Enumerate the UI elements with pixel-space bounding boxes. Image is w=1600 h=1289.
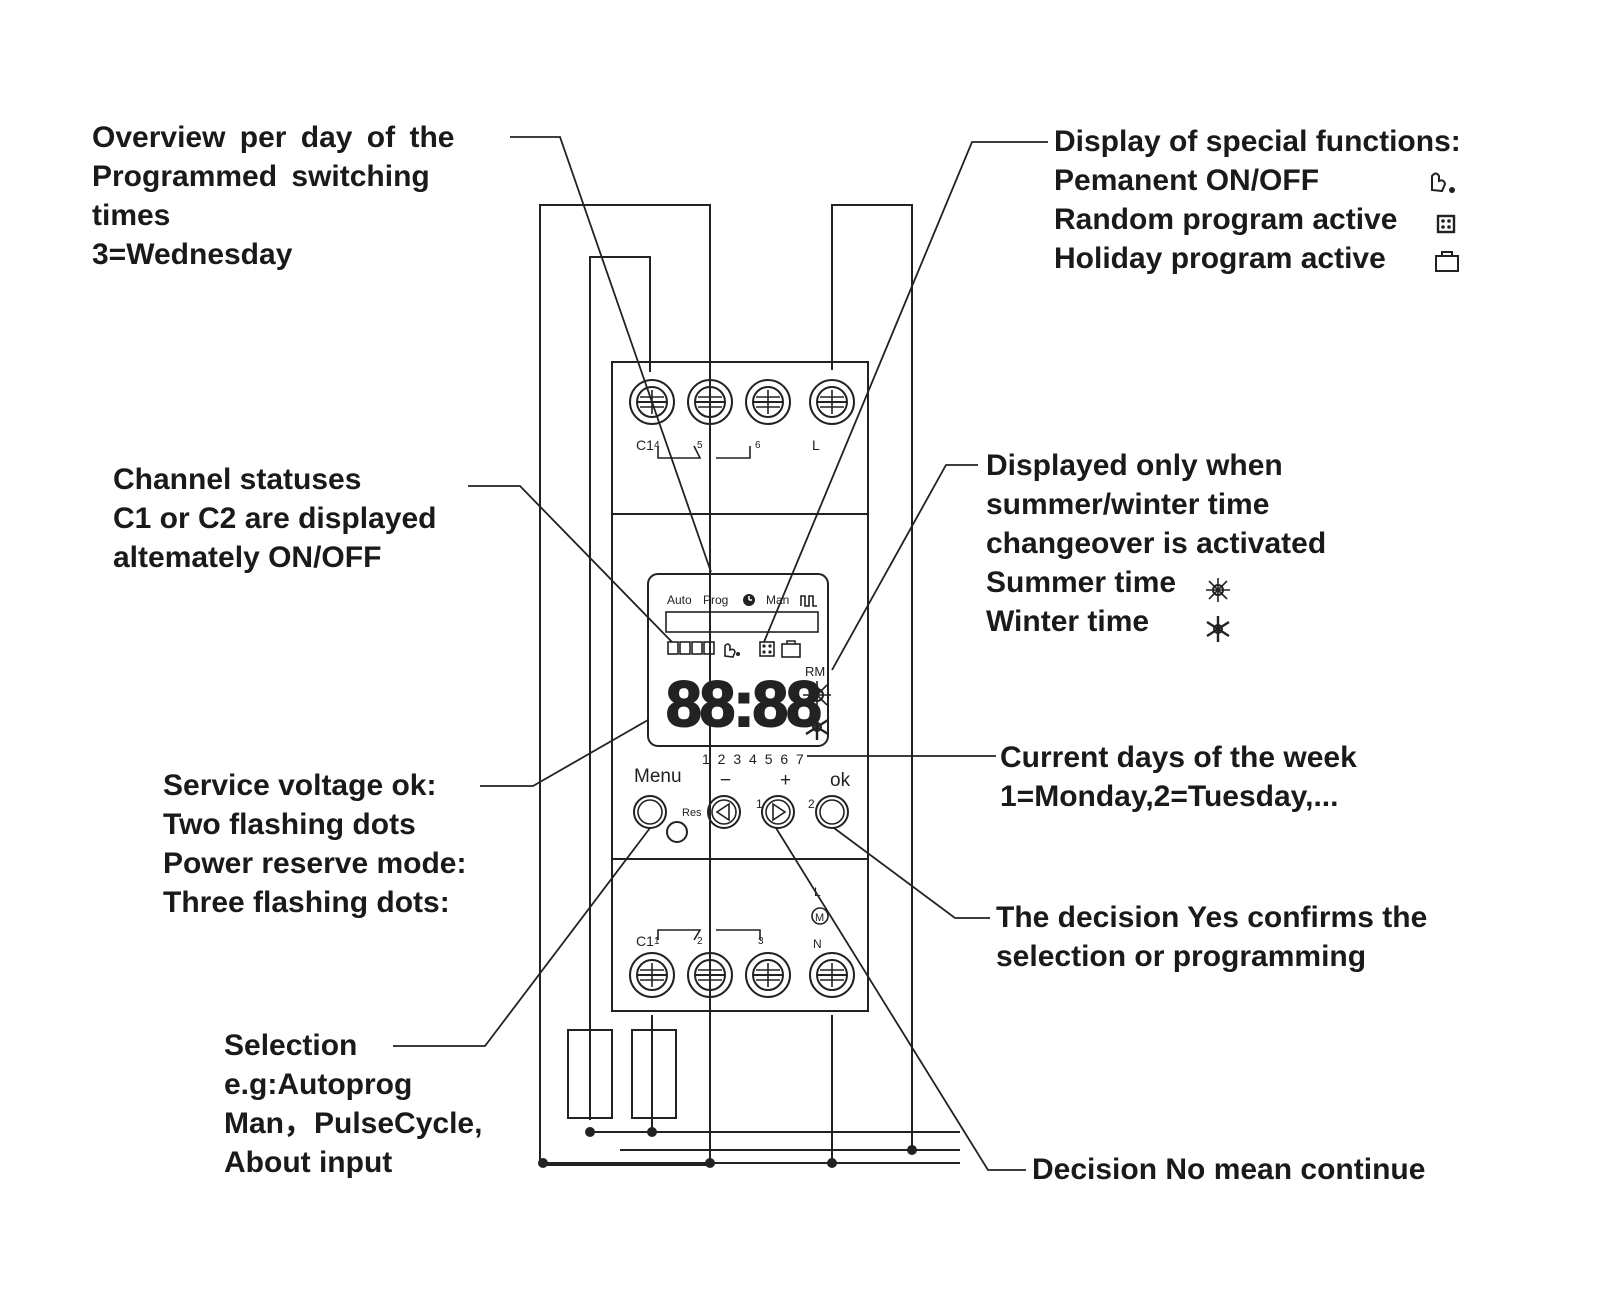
terminal-label: 5 bbox=[697, 440, 703, 451]
reset-label: Res bbox=[682, 807, 702, 819]
annotation-decision-yes: The decision Yes confirms the selection … bbox=[996, 901, 1428, 973]
leader-lines bbox=[393, 136, 1048, 1171]
reset-button[interactable] bbox=[666, 821, 688, 843]
annotation-overview: Overview per day of the Programmed switc… bbox=[92, 121, 455, 271]
load-box bbox=[631, 1029, 677, 1119]
leader-selection bbox=[393, 827, 651, 1047]
annotation-summer-winter: Displayed only when summer/winter time c… bbox=[986, 449, 1327, 638]
leader-yes bbox=[833, 827, 990, 919]
minus-button[interactable] bbox=[707, 795, 741, 829]
terminal-label: C1 bbox=[636, 933, 654, 949]
terminal-label: N bbox=[813, 937, 822, 951]
leader-no bbox=[775, 827, 1026, 1171]
channel-2-label: 2 bbox=[808, 797, 815, 811]
leader-channel bbox=[468, 485, 673, 643]
lcd-time-digits: 88:88 bbox=[666, 668, 820, 740]
screw-terminal[interactable] bbox=[745, 952, 791, 998]
annotation-special-functions: Display of special functions: Pemanent O… bbox=[1054, 125, 1461, 275]
terminal-label: 3 bbox=[758, 936, 764, 947]
clock-icon bbox=[743, 594, 755, 606]
lcd-day-bar bbox=[665, 611, 819, 633]
special-icons-legend bbox=[1431, 172, 1459, 272]
motor-l-label: L bbox=[814, 885, 821, 899]
lcd-display: Auto Prog Man bbox=[647, 573, 831, 747]
top-terminal-block: C1 4 5 6 L bbox=[629, 379, 855, 459]
screw-terminal[interactable] bbox=[809, 952, 855, 998]
relay-contact-symbol bbox=[657, 929, 702, 941]
weekday-numbers: 1 2 3 4 5 6 7 bbox=[702, 751, 806, 767]
annotation-channel-status: Channel statuses C1 or C2 are displayed … bbox=[113, 463, 437, 574]
motor-m-label: M bbox=[815, 912, 824, 924]
annotation-service-voltage: Service voltage ok: Two flashing dots Po… bbox=[163, 769, 467, 919]
terminal-label: 1 bbox=[654, 936, 660, 947]
terminal-label: 4 bbox=[654, 440, 660, 451]
menu-button[interactable] bbox=[633, 795, 667, 829]
lcd-mode-man: Man bbox=[766, 593, 789, 607]
leader-overview bbox=[510, 136, 712, 573]
suitcase-icon bbox=[781, 640, 801, 658]
leader-summer bbox=[831, 464, 978, 671]
pulse-icon bbox=[800, 595, 817, 607]
load-box bbox=[567, 1029, 613, 1119]
plus-button-label: + bbox=[780, 770, 791, 791]
button-panel: Menu − + ok 1 2 Res bbox=[633, 766, 851, 843]
terminal-label: L bbox=[812, 437, 820, 453]
dice-icon bbox=[1436, 214, 1456, 234]
screw-terminal[interactable] bbox=[809, 379, 855, 425]
channel-1-label: 1 bbox=[756, 797, 763, 811]
screw-terminal[interactable] bbox=[629, 952, 675, 998]
relay-contact-symbol bbox=[657, 445, 702, 459]
dice-icon bbox=[759, 641, 775, 657]
menu-button-label: Menu bbox=[634, 766, 682, 787]
ok-button[interactable] bbox=[815, 795, 849, 829]
bottom-terminal-block: C1 1 2 3 N L M bbox=[629, 885, 855, 998]
hand-icon bbox=[724, 643, 736, 658]
leader-service bbox=[480, 719, 649, 787]
timer-device: C1 4 5 6 L Auto Prog Man bbox=[611, 361, 869, 1012]
minus-button-label: − bbox=[720, 770, 731, 791]
wiring-frame bbox=[538, 204, 960, 1168]
plus-button[interactable] bbox=[761, 795, 795, 829]
sun-icon bbox=[1206, 578, 1230, 602]
screw-terminal[interactable] bbox=[687, 379, 733, 425]
motor-symbol bbox=[811, 907, 829, 925]
terminal-label: 2 bbox=[697, 936, 703, 947]
annotation-decision-no: Decision No mean continue bbox=[1032, 1153, 1426, 1186]
lcd-mode-auto: Auto bbox=[667, 593, 692, 607]
summer-winter-legend bbox=[1206, 578, 1230, 642]
terminal-label: 6 bbox=[755, 440, 761, 451]
suitcase-icon bbox=[1435, 251, 1459, 272]
hand-icon bbox=[1431, 172, 1447, 193]
ok-button-label: ok bbox=[830, 770, 851, 791]
lcd-mode-prog: Prog bbox=[703, 593, 728, 607]
left-arrow-icon bbox=[715, 802, 730, 822]
annotation-current-days: Current days of the week 1=Monday,2=Tues… bbox=[1000, 741, 1357, 813]
annotation-selection: Selection e.g:Autoprog Man，PulseCycle, A… bbox=[224, 1029, 483, 1179]
snowflake-icon bbox=[1206, 616, 1230, 642]
right-arrow-icon bbox=[772, 802, 787, 822]
leader-special bbox=[763, 141, 1048, 643]
snowflake-icon bbox=[805, 714, 829, 740]
lcd-rm-label: RM bbox=[805, 664, 825, 679]
sun-icon bbox=[803, 681, 831, 709]
terminal-label: C1 bbox=[636, 437, 654, 453]
lcd-channel-status bbox=[667, 641, 715, 655]
screw-terminal[interactable] bbox=[687, 952, 733, 998]
screw-terminal[interactable] bbox=[745, 379, 791, 425]
